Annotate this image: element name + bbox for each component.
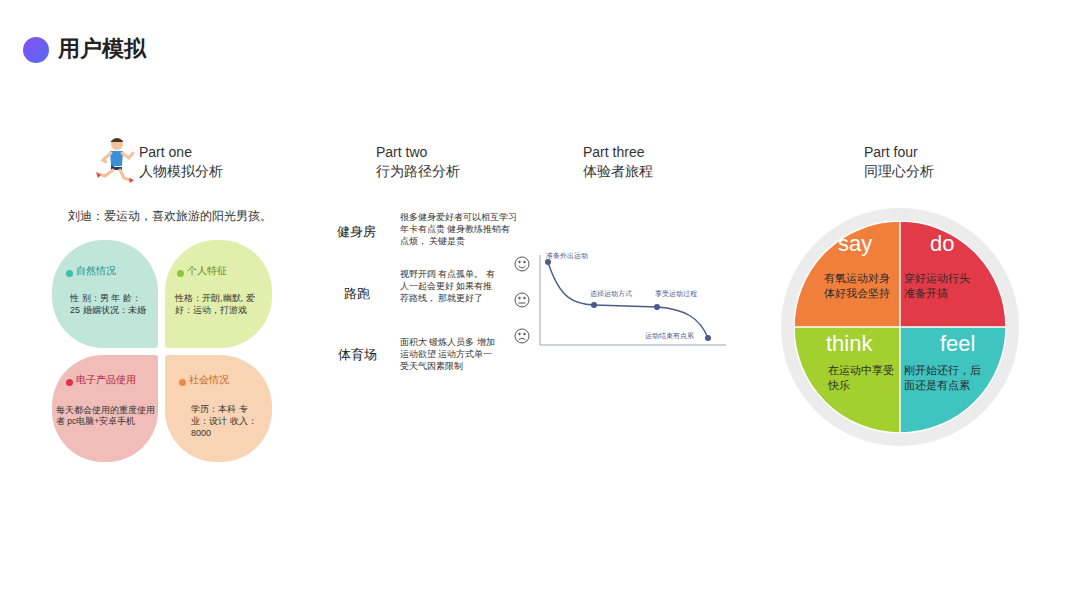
node-body: 穿好运动行头准备开搞: [904, 271, 976, 301]
node-body: 性格：开朗,幽默, 爱好：运动，打游戏: [175, 292, 263, 316]
scene-notes: 面积大 锻炼人员多 增加运动欲望 运动方式单一 受天气因素限制: [400, 337, 496, 373]
scene-name: 体育场: [338, 347, 377, 364]
scene-name: 健身房: [337, 224, 376, 241]
part-number: Part three: [583, 143, 644, 161]
empathy-quadrant: feel 刚开始还行，后面还是有点累: [900, 327, 1006, 433]
part-title: 体验者旅程: [583, 162, 653, 180]
journey-point: 选择运动方式: [590, 289, 632, 298]
quadrant-fill: [794, 221, 900, 327]
node-heading: think: [826, 331, 872, 356]
empathy-quadrant: think 在运动中享受快乐: [794, 327, 900, 433]
journey-point: 享受运动过程: [655, 289, 697, 298]
node-body: 学历：本科 专业：设计 收入：8000: [191, 403, 263, 439]
node-heading: 自然情况: [76, 264, 116, 278]
empathy-quadrant: say 有氧运动对身体好我会坚持: [794, 221, 900, 327]
node-heading: feel: [940, 331, 975, 356]
scene-name: 路跑: [344, 286, 370, 303]
smiley-faces: [515, 257, 529, 343]
info-petal: 个人特征性格：开朗,幽默, 爱好：运动，打游戏: [165, 240, 272, 348]
info-petal: 电子产品使用每天都会使用的重度使用者 pc电脑+安卓手机: [52, 355, 158, 462]
empathy-quadrant: do 穿好运动行头准备开搞: [900, 221, 1006, 327]
node-heading: 个人特征: [187, 264, 227, 278]
part-number: Part one: [139, 143, 192, 161]
title-bullet: [23, 37, 49, 63]
info-petal: 自然情况性 别：男 年 龄：25 婚姻状况：未婚: [52, 240, 158, 348]
quadrant-fill: [900, 221, 1006, 327]
node-heading: say: [838, 231, 872, 256]
info-petal: 社会情况学历：本科 专业：设计 收入：8000: [165, 355, 272, 462]
bullet-dot: [66, 379, 73, 386]
part-number: Part four: [864, 143, 918, 161]
journey-point: 准备外出运动: [546, 251, 588, 260]
bullet-dot: [66, 270, 73, 277]
node-body: 每天都会使用的重度使用者 pc电脑+安卓手机: [56, 405, 156, 428]
persona-line: 刘迪：爱运动，喜欢旅游的阳光男孩。: [68, 209, 328, 224]
node-body: 刚开始还行，后面还是有点累: [904, 363, 982, 393]
node-heading: 电子产品使用: [76, 373, 136, 387]
scene-notes: 很多健身爱好者可以相互学习 年卡有点贵 健身教练推销有点烦， 关键是贵: [400, 212, 518, 248]
part-title: 行为路径分析: [376, 162, 460, 180]
scene-notes: 视野开阔 有点孤单。 有人一起会更好 如果有推荐路线， 那就更好了: [400, 269, 496, 305]
part-number: Part two: [376, 143, 427, 161]
node-body: 有氧运动对身体好我会坚持: [824, 271, 894, 301]
journey-chart: [540, 255, 726, 345]
node-body: 性 别：男 年 龄：25 婚姻状况：未婚: [70, 292, 150, 316]
quadrant-fill: [794, 327, 900, 433]
node-body: 在运动中享受快乐: [828, 363, 896, 393]
journey-point: 运动结束有点累: [645, 331, 694, 340]
node-heading: do: [930, 231, 954, 256]
bullet-dot: [177, 270, 184, 277]
page-title: 用户模拟: [58, 35, 146, 64]
bullet-dot: [179, 379, 186, 386]
node-heading: 社会情况: [189, 373, 229, 387]
empathy-ring: [781, 208, 1019, 446]
quadrant-fill: [900, 327, 1006, 433]
runner-icon: [96, 138, 134, 183]
part-title: 人物模拟分析: [139, 162, 223, 180]
part-title: 同理心分析: [864, 162, 934, 180]
